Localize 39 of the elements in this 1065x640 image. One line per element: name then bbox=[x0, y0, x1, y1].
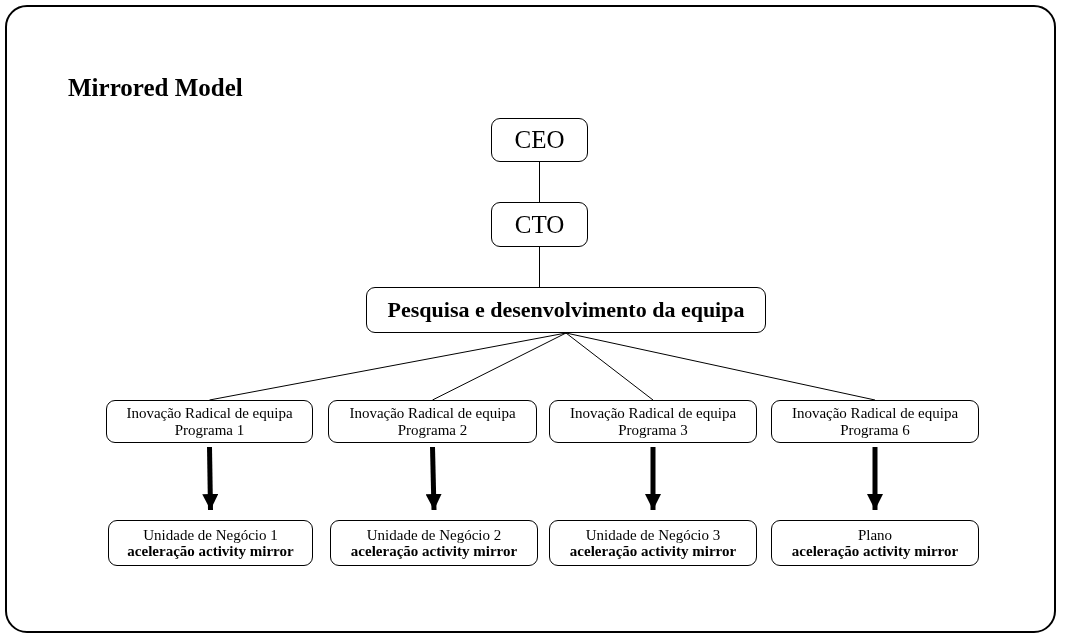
org-box bbox=[549, 520, 757, 566]
connector-line bbox=[539, 246, 540, 288]
box-heading: CEO bbox=[514, 126, 565, 154]
box-heading: CTO bbox=[514, 210, 565, 239]
org-box bbox=[549, 400, 757, 443]
org-box bbox=[491, 202, 588, 247]
org-box bbox=[771, 400, 979, 443]
box-subtext: Programa 1 bbox=[174, 421, 245, 438]
org-box bbox=[106, 400, 313, 443]
box-subtext: aceleração activity mirror bbox=[127, 543, 294, 560]
box-heading: Unidade de Negócio 1 bbox=[143, 526, 278, 543]
box-subtext: aceleração activity mirror bbox=[791, 543, 959, 560]
box-subtext: Programa 3 bbox=[618, 421, 688, 438]
box-heading: Unidade de Negócio 3 bbox=[585, 526, 721, 543]
org-box bbox=[108, 520, 313, 566]
box-heading: Inovação Radical de equipa bbox=[569, 405, 737, 422]
org-box bbox=[366, 287, 766, 333]
arrow bbox=[425, 446, 442, 511]
arrow bbox=[645, 447, 661, 510]
org-box bbox=[491, 118, 588, 162]
org-box bbox=[328, 400, 537, 443]
connector-line bbox=[432, 332, 567, 401]
arrow bbox=[202, 446, 219, 511]
arrow bbox=[867, 447, 883, 510]
diagram-title: Mirrored Model bbox=[68, 74, 243, 102]
connector-line bbox=[539, 161, 540, 203]
box-subtext: aceleração activity mirror bbox=[350, 543, 518, 560]
box-heading: Unidade de Negócio 2 bbox=[366, 526, 502, 543]
box-heading: Inovação Radical de equipa bbox=[791, 405, 959, 422]
box-subtext: Programa 2 bbox=[397, 421, 468, 438]
box-subtext: Programa 6 bbox=[840, 421, 910, 438]
box-heading: Plano bbox=[857, 526, 893, 543]
org-box bbox=[771, 520, 979, 566]
box-heading: Inovação Radical de equipa bbox=[126, 405, 293, 422]
box-heading: Pesquisa e desenvolvimento da equipa bbox=[387, 297, 745, 323]
box-subtext: aceleração activity mirror bbox=[569, 543, 737, 560]
connector-line bbox=[565, 332, 654, 401]
box-heading: Inovação Radical de equipa bbox=[349, 405, 516, 422]
org-box bbox=[330, 520, 538, 566]
